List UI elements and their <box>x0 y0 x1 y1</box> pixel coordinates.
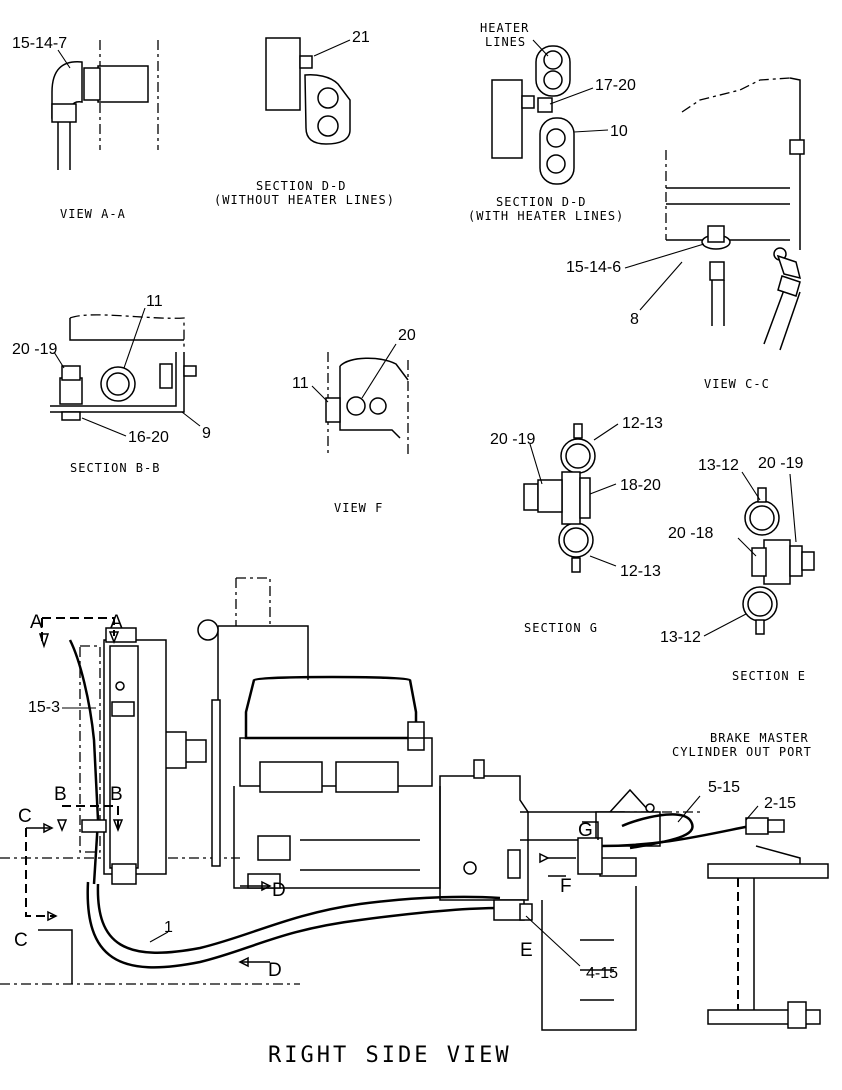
callout-15-3: 15-3 <box>28 699 60 716</box>
callout-20-19-e: 20 -19 <box>758 455 803 472</box>
section-letter-d-top: D <box>272 880 286 901</box>
section-dd-without-caption-2: (WITHOUT HEATER LINES) <box>214 193 395 207</box>
callout-2-15: 2-15 <box>764 795 796 812</box>
callout-15-14-6: 15-14-6 <box>566 259 621 276</box>
view-f-caption: VIEW F <box>334 501 383 515</box>
callout-18-20: 18-20 <box>620 477 661 494</box>
right-side-view: 15-3 1 5-15 2-15 4-15 BRAKE MASTER CYLIN… <box>0 577 829 1068</box>
section-letter-e: E <box>520 940 533 961</box>
section-bb-caption: SECTION B-B <box>70 461 160 475</box>
callout-20-19-bb: 20 -19 <box>12 341 57 358</box>
section-letter-a-left: A <box>30 612 43 633</box>
callout-20-19-g: 20 -19 <box>490 431 535 448</box>
section-g: 20 -19 12-13 18-20 12-13 SECTION G <box>490 415 663 635</box>
callout-1: 1 <box>164 919 173 936</box>
callout-8: 8 <box>630 311 639 328</box>
callout-5-15: 5-15 <box>708 779 740 796</box>
section-letter-c-bottom: C <box>14 930 28 951</box>
view-cc-caption: VIEW C-C <box>704 377 770 391</box>
view-f: 20 11 VIEW F <box>292 327 416 515</box>
section-letter-d-bottom: D <box>268 960 282 981</box>
section-dd-with-caption-1: SECTION D-D <box>496 195 586 209</box>
section-letter-a-right: A <box>110 612 123 633</box>
section-dd-with-caption-2: (WITH HEATER LINES) <box>468 209 624 223</box>
section-g-caption: SECTION G <box>524 621 598 635</box>
section-letter-b-right: B <box>110 784 123 805</box>
callout-20-view-f: 20 <box>398 327 416 344</box>
section-bb: 11 20 -19 16-20 9 SECTION B-B <box>12 293 211 475</box>
section-e: 13-12 20 -19 20 -18 13-12 SECTION E <box>660 455 815 683</box>
callout-21: 21 <box>352 29 370 46</box>
section-dd-without-caption-1: SECTION D-D <box>256 179 346 193</box>
callout-4-15: 4-15 <box>586 965 618 982</box>
section-letter-c-top: C <box>18 806 32 827</box>
callout-12-13-bottom: 12-13 <box>620 563 661 580</box>
section-letter-b-left: B <box>54 784 67 805</box>
callout-17-20: 17-20 <box>595 77 636 94</box>
callout-15-14-7: 15-14-7 <box>12 35 67 52</box>
section-letter-g: G <box>578 820 593 841</box>
callout-12-13-top: 12-13 <box>622 415 663 432</box>
view-aa-caption: VIEW A-A <box>60 207 126 221</box>
callout-20-18: 20 -18 <box>668 525 713 542</box>
heater-lines-label-2: LINES <box>485 35 526 49</box>
section-dd-without-heater: 21 SECTION D-D (WITHOUT HEATER LINES) <box>214 29 395 207</box>
view-cc: 15-14-6 8 VIEW C-C <box>566 77 805 391</box>
section-letter-f: F <box>560 876 572 897</box>
right-side-view-title: RIGHT SIDE VIEW <box>268 1043 512 1068</box>
callout-11-view-f: 11 <box>292 375 309 392</box>
callout-13-12-bottom: 13-12 <box>660 629 701 646</box>
brake-master-label-1: BRAKE MASTER <box>710 731 809 745</box>
callout-13-12-top: 13-12 <box>698 457 739 474</box>
view-aa: 15-14-7 VIEW A-A <box>12 35 159 221</box>
heater-lines-label-1: HEATER <box>480 21 529 35</box>
section-e-caption: SECTION E <box>732 669 806 683</box>
callout-10: 10 <box>610 123 628 140</box>
callout-9: 9 <box>202 425 211 442</box>
brake-master-label-2: CYLINDER OUT PORT <box>672 745 812 759</box>
section-dd-with-heater: HEATER LINES 17-20 10 SECTION D-D (WITH … <box>468 21 636 223</box>
callout-11-bb: 11 <box>146 293 163 310</box>
callout-16-20: 16-20 <box>128 429 169 446</box>
